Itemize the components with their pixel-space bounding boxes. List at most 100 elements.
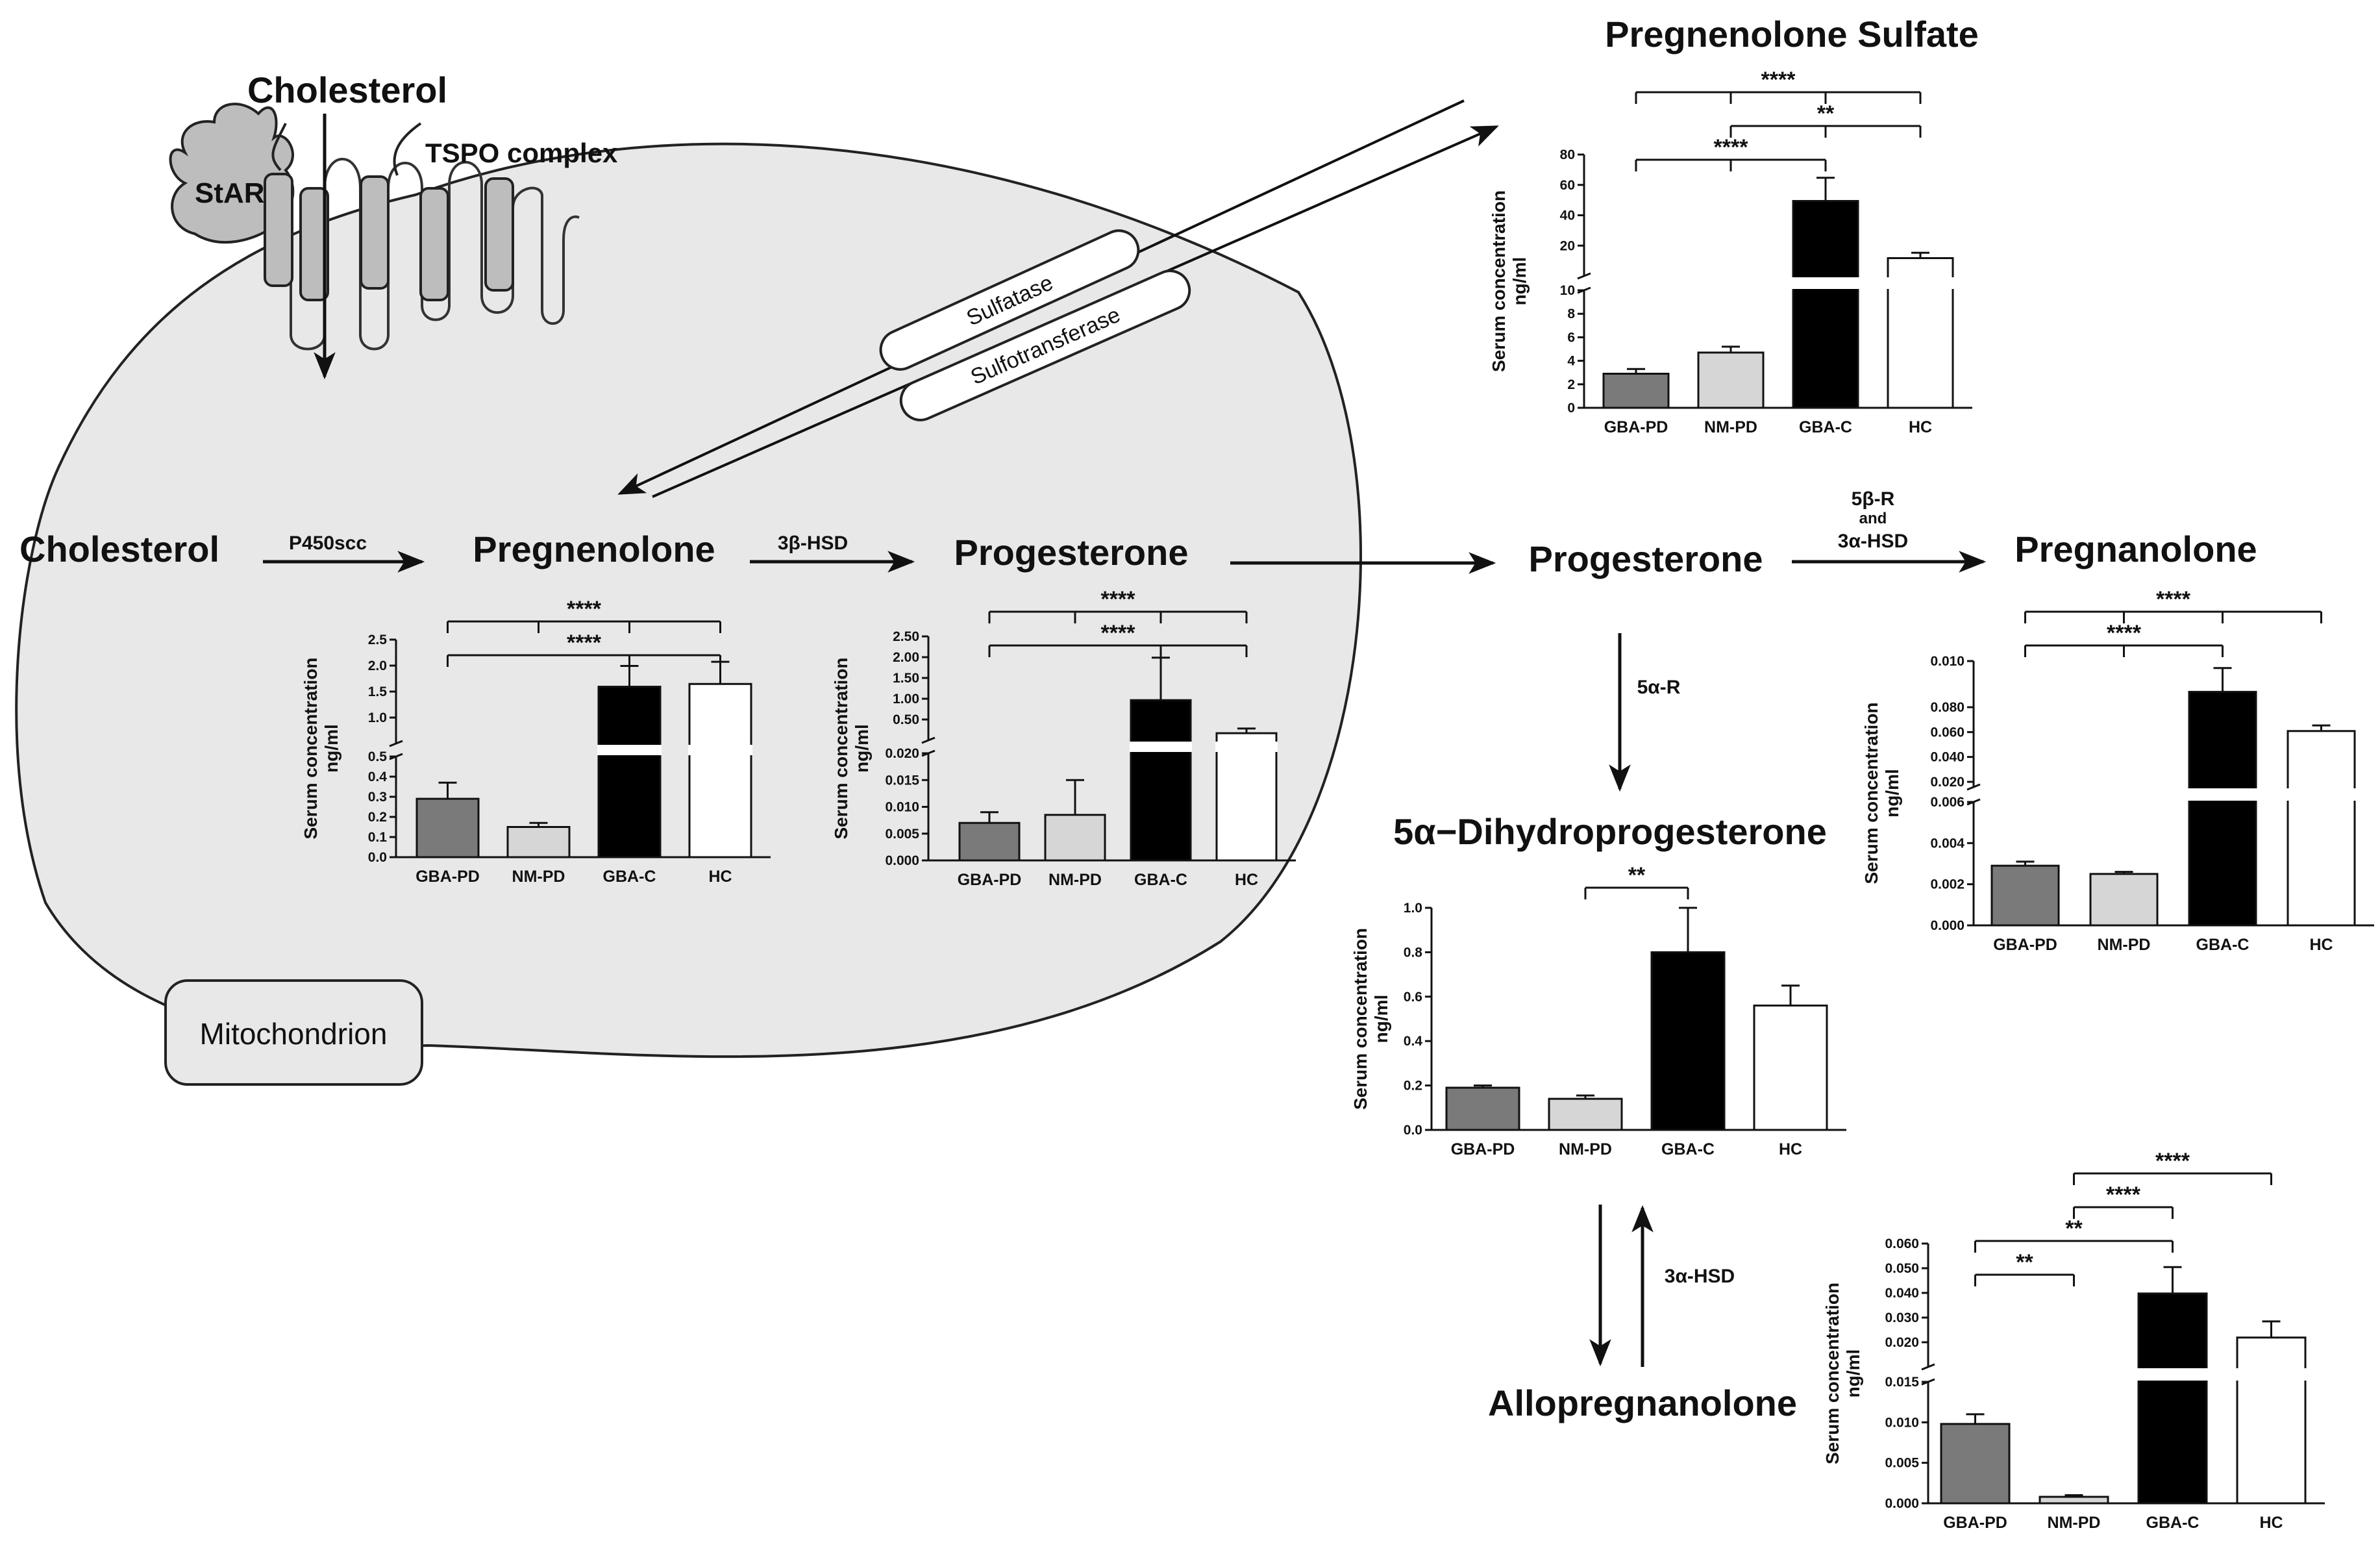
y-axis-title-line1: Serum concentration — [1489, 190, 1509, 372]
dhp-label: 5α−Dihydroprogesterone — [1393, 811, 1827, 852]
y-tick-label: 0.002 — [1930, 877, 1965, 892]
bar-gba-c — [1792, 200, 1859, 409]
significance-label: **** — [1101, 587, 1136, 612]
y-tick-label: 0.000 — [1885, 1496, 1919, 1511]
significance-label: **** — [1101, 621, 1136, 645]
bar-break-gap — [2137, 1368, 2208, 1381]
bar-hc — [1753, 1004, 1828, 1131]
y-tick-label: 0 — [1567, 401, 1575, 416]
y-tick-label: 0.010 — [885, 800, 919, 815]
y-tick-label: 0.006 — [1930, 795, 1965, 810]
bar-hc — [688, 682, 752, 858]
tspo-label: TSPO complex — [425, 138, 618, 168]
r5b-line2: and — [1859, 510, 1887, 527]
y-tick-label: 0.000 — [1930, 918, 1965, 933]
y-tick-label: 1.0 — [368, 710, 387, 725]
axis-break-mark — [1921, 1363, 1935, 1371]
y-tick-label: 0.015 — [1885, 1375, 1919, 1390]
y-tick-label: 0.1 — [368, 830, 388, 845]
y-tick-label: 0.3 — [368, 790, 387, 805]
category-label: GBA-PD — [958, 871, 1022, 889]
y-tick-label: 10 — [1560, 283, 1575, 298]
y-axis-title-line2: ng/ml — [1509, 257, 1530, 306]
significance-label: **** — [1761, 68, 1796, 92]
category-label: HC — [2309, 936, 2333, 954]
category-label: GBA-C — [1134, 871, 1187, 889]
y-tick-label: 60 — [1560, 178, 1575, 193]
y-tick-label: 0.000 — [885, 853, 919, 868]
significance-label: **** — [1714, 135, 1749, 160]
mitochondrion-label: Mitochondrion — [200, 1017, 388, 1051]
y-tick-label: 0.020 — [885, 746, 919, 761]
bar-nm-pd — [1044, 814, 1106, 862]
pregnanolone-label: Pregnanolone — [2014, 529, 2257, 569]
bar-hc — [1215, 732, 1278, 862]
y-tick-label: 2.00 — [893, 650, 919, 665]
y-tick-label: 8 — [1567, 307, 1575, 321]
significance-label: **** — [2106, 1183, 2141, 1207]
y-tick-label: 2.5 — [368, 632, 388, 647]
y-tick-label: 0.015 — [885, 773, 919, 788]
bar-gba-pd — [958, 821, 1021, 862]
tspo-complex-icon — [264, 122, 580, 351]
hsd3b-label: 3β-HSD — [778, 532, 848, 554]
bar-gba-pd — [1602, 373, 1670, 409]
y-axis-title-line1: Serum concentration — [301, 657, 321, 839]
y-tick-label: 0.2 — [368, 810, 387, 825]
y-axis-title-line1: Serum concentration — [831, 657, 851, 839]
y-tick-label: 40 — [1560, 208, 1575, 223]
significance-label: **** — [567, 631, 602, 655]
category-label: HC — [2259, 1514, 2283, 1532]
y-tick-label: 0.060 — [1885, 1236, 1919, 1251]
bar-break-gap — [1792, 277, 1859, 289]
bar-break-gap — [597, 745, 662, 755]
bar-gba-c — [2188, 690, 2257, 927]
category-label: GBA-PD — [415, 868, 480, 886]
bar-gba-c — [1650, 951, 1726, 1131]
y-tick-label: 1.00 — [893, 692, 919, 707]
bar-break-gap — [2287, 788, 2356, 801]
progesterone-out-label: Progesterone — [1529, 538, 1763, 579]
category-label: HC — [1779, 1140, 1802, 1158]
progesterone-in-label: Progesterone — [954, 532, 1189, 573]
y-tick-label: 0.005 — [885, 827, 919, 842]
significance-label: ** — [2016, 1250, 2033, 1275]
y-tick-label: 0.060 — [1930, 725, 1965, 740]
bar-nm-pd — [2089, 873, 2159, 927]
bar-break-gap — [1887, 277, 1954, 289]
category-label: NM-PD — [1704, 418, 1757, 436]
y-tick-label: 0.040 — [1930, 750, 1965, 765]
bar-gba-c — [597, 686, 662, 858]
y-tick-label: 0.010 — [1885, 1415, 1919, 1430]
y-tick-label: 0.010 — [1930, 654, 1965, 669]
category-label: HC — [1909, 418, 1932, 436]
y-tick-label: 2.0 — [368, 658, 387, 673]
y-tick-label: 0.2 — [1404, 1079, 1422, 1094]
significance-label: ** — [2065, 1216, 2083, 1241]
bar-gba-pd — [1940, 1423, 2011, 1505]
allopregnanolone-label: Allopregnanolone — [1488, 1383, 1797, 1423]
category-label: GBA-PD — [1451, 1140, 1515, 1158]
category-label: GBA-PD — [1943, 1514, 2007, 1532]
axis-break-mark — [389, 740, 403, 747]
bar-hc — [2236, 1336, 2307, 1505]
axis-break-mark — [1966, 783, 1981, 791]
significance-label: **** — [2156, 587, 2191, 612]
mitochondrion-label-box — [164, 979, 423, 1086]
y-tick-label: 0.050 — [1885, 1261, 1919, 1276]
significance-label: ** — [1628, 863, 1646, 888]
pregnenolone-label: Pregnenolone — [473, 529, 715, 569]
star-label: StAR — [195, 177, 265, 209]
r5b-line3: 3α-HSD — [1838, 531, 1908, 552]
bar-break-gap — [1130, 742, 1192, 752]
bar-nm-pd — [1697, 351, 1765, 409]
axis-break-mark — [1577, 272, 1591, 280]
